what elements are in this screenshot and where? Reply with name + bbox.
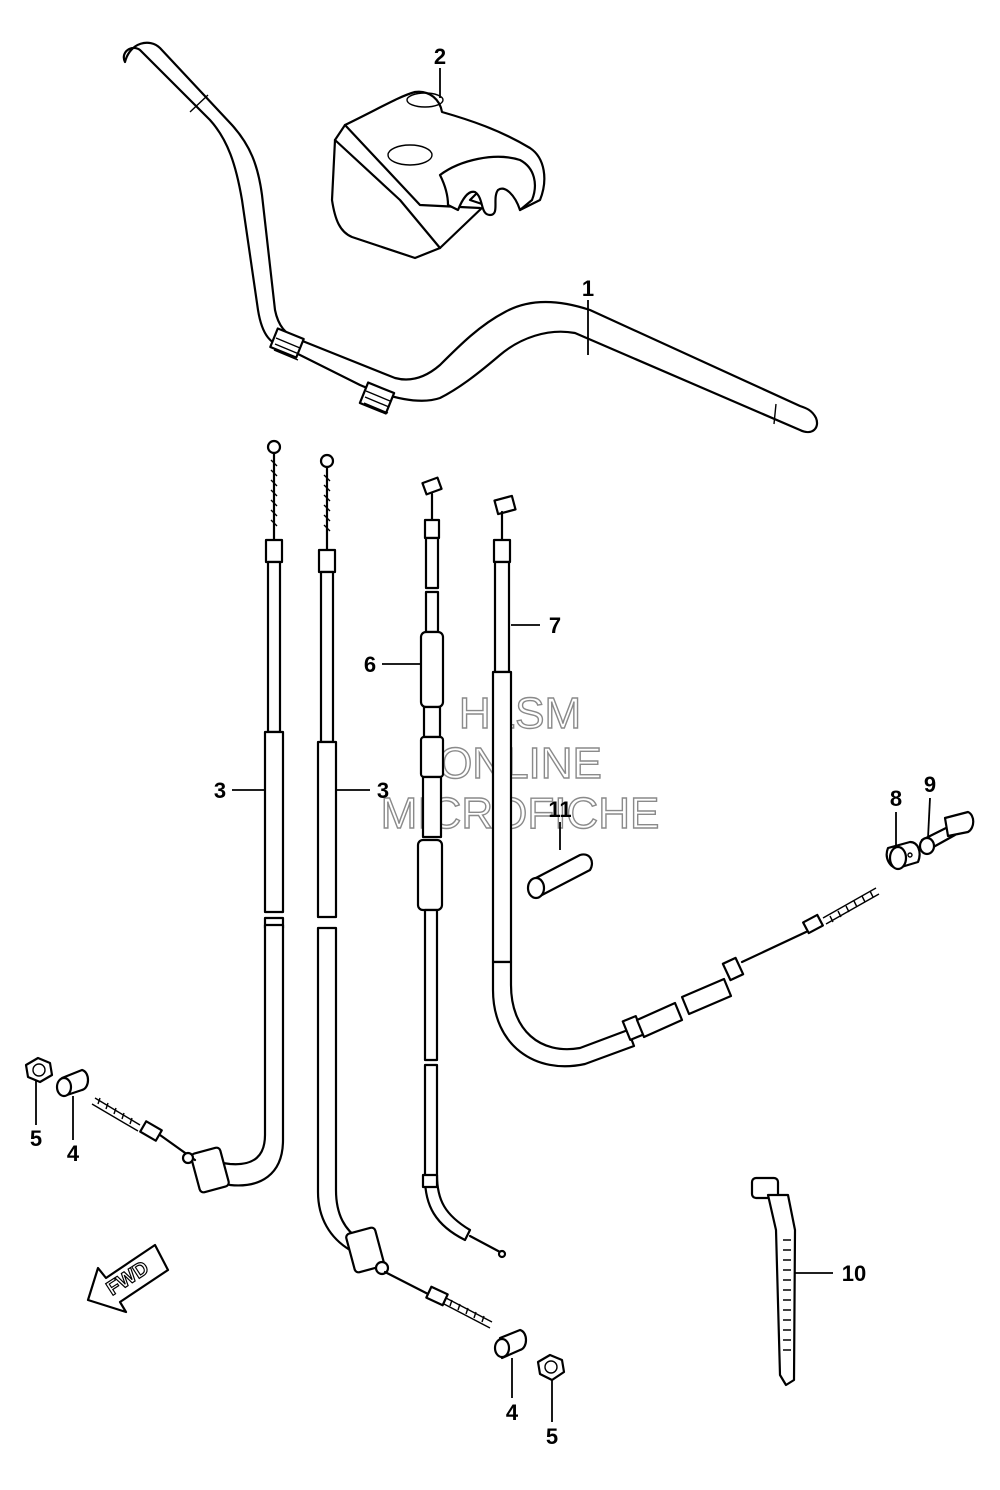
callout-3-left: 3 [214, 778, 226, 803]
watermark-line-1: HLSM [459, 689, 581, 738]
callout-10: 10 [842, 1261, 866, 1286]
callout-4-left: 4 [67, 1141, 80, 1166]
callout-5-right: 5 [546, 1424, 558, 1449]
handlebar [122, 41, 819, 434]
forward-arrow-icon: FWD [86, 1243, 170, 1314]
callout-1: 1 [582, 276, 594, 301]
nut-5-right [536, 1353, 566, 1382]
callout-4-right: 4 [506, 1400, 519, 1425]
callout-9: 9 [924, 772, 936, 797]
watermark-line-2: ONLINE [438, 739, 602, 788]
callout-11: 11 [548, 797, 571, 822]
brake-cable-right [316, 453, 493, 1329]
protector-tube-11 [526, 853, 594, 900]
adjuster-9 [918, 810, 975, 856]
callout-3-right: 3 [377, 778, 389, 803]
cable-tie-10 [750, 1176, 797, 1387]
callout-6: 6 [364, 652, 376, 677]
leader-lines [35, 68, 931, 1422]
cable-7 [491, 494, 880, 1068]
callouts: 1 2 3 3 6 7 8 9 11 10 5 4 4 5 [30, 44, 936, 1449]
callout-5-left: 5 [30, 1126, 42, 1151]
nut-5-left [24, 1056, 54, 1084]
brake-cable-left [91, 439, 285, 1194]
callout-2: 2 [434, 44, 446, 69]
callout-7: 7 [549, 613, 561, 638]
handlebar-cover [330, 90, 546, 260]
callout-8: 8 [890, 786, 902, 811]
bushing-4-right [493, 1328, 528, 1360]
bushing-4-left [55, 1068, 90, 1098]
cable-6 [416, 476, 507, 1259]
cable-holder-8 [885, 840, 921, 871]
